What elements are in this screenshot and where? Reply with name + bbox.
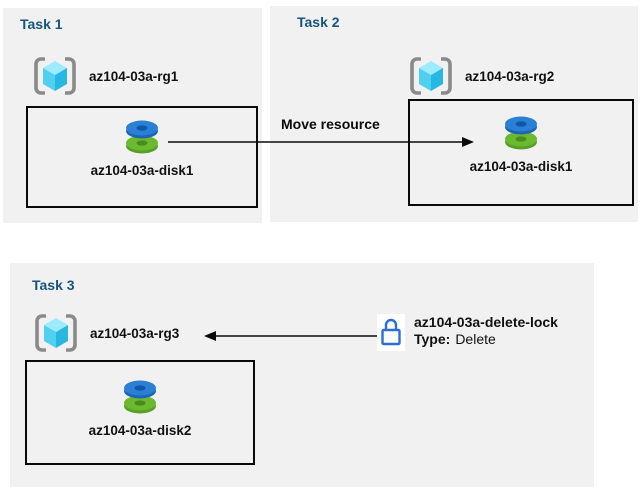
resource-group-icon — [410, 57, 452, 95]
resource-group-icon — [35, 314, 77, 352]
task3-resource-group: az104-03a-rg3 — [33, 313, 179, 353]
disk-icon — [126, 120, 158, 154]
lock-text: az104-03a-delete-lock Type:Delete — [414, 314, 558, 348]
task1-resource-group-label: az104-03a-rg1 — [89, 68, 179, 84]
arrow-right-icon — [168, 137, 474, 147]
lock-type-label: Type: — [414, 331, 451, 347]
task3-panel: Task 3 az104-03a-rg3 az104-03a-disk2 — [10, 263, 594, 487]
task1-panel: Task 1 az104-03a-rg1 az104-03a-disk1 — [3, 8, 262, 223]
lock-type-value: Delete — [455, 331, 496, 347]
disk-icon — [124, 380, 156, 414]
task2-resource-group: az104-03a-rg2 — [408, 56, 554, 96]
delete-lock: az104-03a-delete-lock Type:Delete — [377, 314, 558, 351]
task1-disk-label: az104-03a-disk1 — [90, 163, 194, 178]
task3-disk-label: az104-03a-disk2 — [88, 423, 192, 438]
lock-plate — [377, 314, 405, 351]
task3-title: Task 3 — [32, 277, 75, 293]
disk-icon — [505, 116, 537, 150]
task1-title: Task 1 — [20, 16, 63, 32]
task1-resource-box: az104-03a-disk1 — [26, 106, 258, 208]
task2-title: Task 2 — [297, 14, 340, 30]
task3-resource-box: az104-03a-disk2 — [25, 360, 255, 465]
task2-panel: Task 2 az104-03a-rg2 az104-03a-disk1 — [270, 6, 638, 222]
task3-resource-group-label: az104-03a-rg3 — [90, 325, 180, 341]
resource-group-icon — [34, 57, 76, 95]
lock-icon — [381, 318, 401, 346]
task2-resource-box: az104-03a-disk1 — [408, 99, 634, 206]
task2-disk-label: az104-03a-disk1 — [469, 159, 573, 174]
task1-resource-group: az104-03a-rg1 — [32, 56, 178, 96]
lock-name-label: az104-03a-delete-lock — [414, 314, 558, 330]
move-resource-label: Move resource — [281, 116, 380, 132]
arrow-left-icon — [204, 331, 378, 341]
lock-type-line: Type:Delete — [414, 331, 558, 348]
task2-resource-group-label: az104-03a-rg2 — [465, 68, 555, 84]
